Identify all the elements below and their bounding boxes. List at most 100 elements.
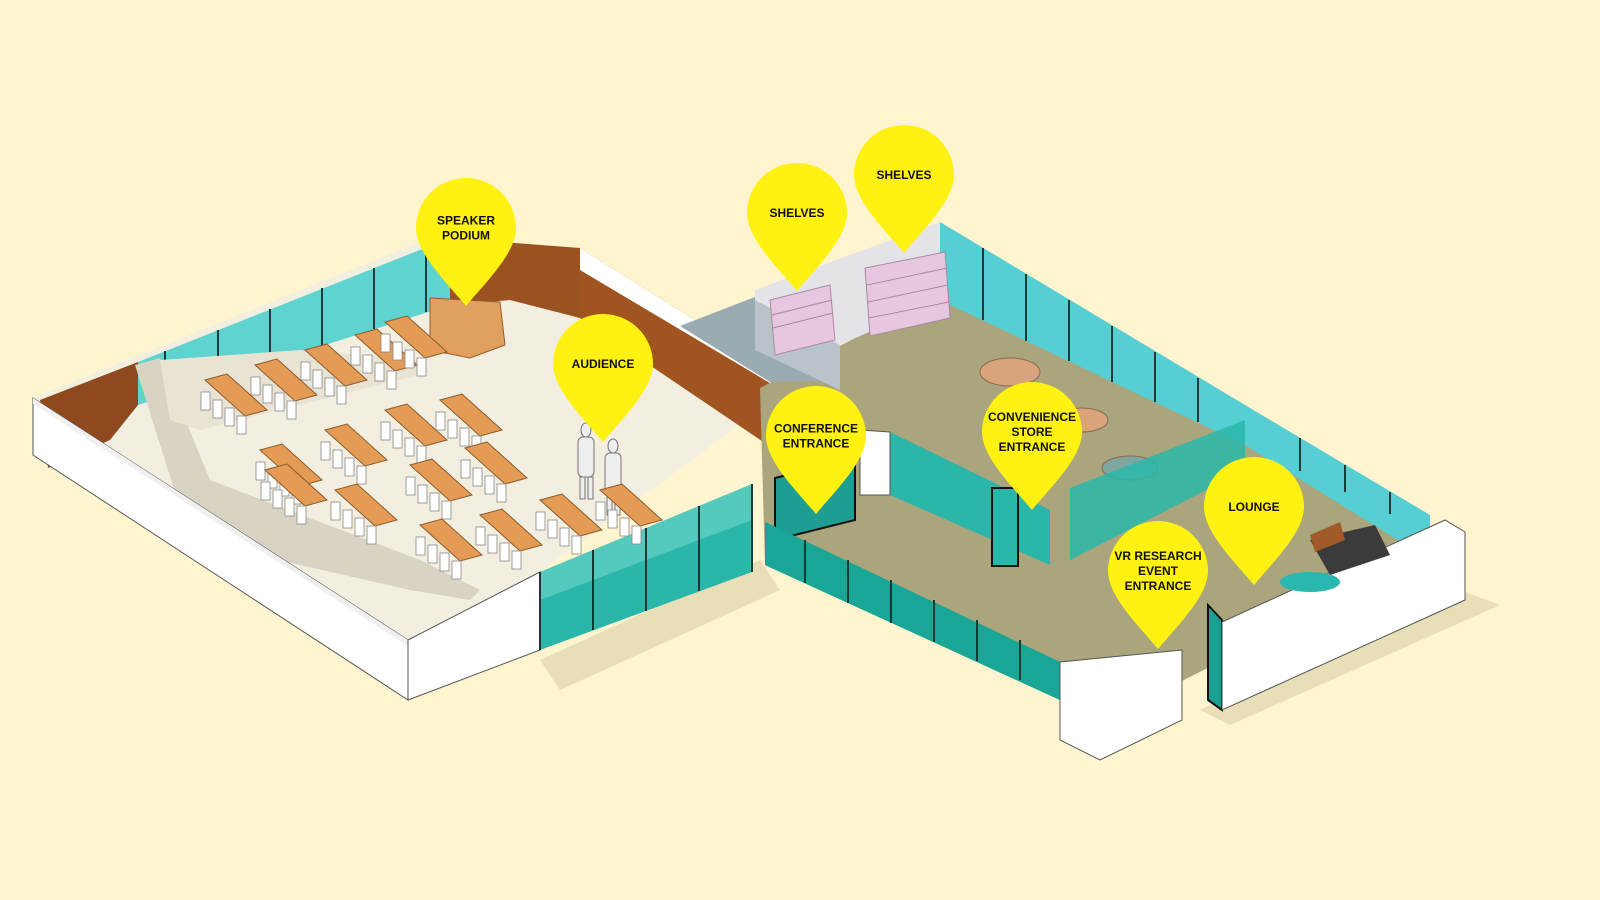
chair [366,525,377,545]
chair [484,475,495,495]
chair [451,560,462,580]
chair [362,354,373,374]
pin-shelves-2: SHELVES [854,125,954,253]
chair [429,492,440,512]
chair [224,407,235,427]
desk [478,508,544,552]
chair [511,550,522,570]
desk [203,373,269,417]
chair [435,411,446,431]
pin-label: LOUNGE [1228,500,1279,514]
chair [441,500,452,520]
chair [200,391,211,411]
desk [418,518,484,562]
desk [333,483,399,527]
chair [439,552,450,572]
chair [296,505,307,525]
chair [405,476,416,496]
pin-label: SHELVES [769,206,824,220]
chair [447,419,458,439]
pin-label: CONVENIENCE [988,410,1076,424]
conference-room [32,222,790,701]
store-partition-glass [1070,420,1245,560]
chair [386,370,397,390]
pin-label: AUDIENCE [572,357,635,371]
pin-marker-icon [854,125,954,253]
desk [263,463,329,507]
chair [354,517,365,537]
audience-desks [200,315,664,580]
pin-marker-icon [1204,457,1304,585]
chair [380,421,391,441]
chair [380,333,391,353]
store-door [991,487,1019,567]
chair [284,497,295,517]
pin-label: SPEAKER [437,214,495,228]
shelves-left [769,284,836,356]
chair [350,346,361,366]
chair [236,415,247,435]
lounge-furniture [1280,522,1390,592]
chair [631,525,642,545]
pin-label: ENTRANCE [1125,579,1192,593]
pin-marker-icon [1108,521,1208,649]
chair [312,369,323,389]
store-front-glass-lower [765,522,1060,700]
chair [344,457,355,477]
chair [487,534,498,554]
desk [408,458,474,502]
chair [212,399,223,419]
store-front-wall [1059,649,1183,761]
chair [416,357,427,377]
desk [323,423,389,467]
chair [255,461,266,481]
pin-marker-icon [766,386,866,514]
desk [303,343,369,387]
chair [417,484,428,504]
chair [571,535,582,555]
pin-label: VR RESEARCH [1114,549,1201,563]
shelves-right [864,251,951,337]
chair [607,509,618,529]
chair [547,519,558,539]
pin-label: ENTRANCE [999,440,1066,454]
chair [595,501,606,521]
chair [475,526,486,546]
chair [499,542,510,562]
desk [438,393,504,437]
desk [538,493,604,537]
pin-label: EVENT [1138,564,1179,578]
chair [320,441,331,461]
chair [374,362,385,382]
chair [250,376,261,396]
chair [535,511,546,531]
chair [272,489,283,509]
chair [324,377,335,397]
chair [427,544,438,564]
chair [619,517,630,537]
pin-marker-icon [553,314,653,442]
chair [404,349,415,369]
chair [415,536,426,556]
chair [496,483,507,503]
pin-lounge: LOUNGE [1204,457,1304,585]
pin-shelves-1: SHELVES [747,163,847,291]
pin-marker-icon [982,382,1082,510]
pin-label: CONFERENCE [774,422,858,436]
desk [383,403,449,447]
vr-research-door [1207,602,1223,712]
desk [598,483,664,527]
pin-marker-icon [747,163,847,291]
chair [332,449,343,469]
chair [300,361,311,381]
chair [404,437,415,457]
pin-label: ENTRANCE [783,437,850,451]
chair [286,400,297,420]
chair [330,501,341,521]
chair [342,509,353,529]
